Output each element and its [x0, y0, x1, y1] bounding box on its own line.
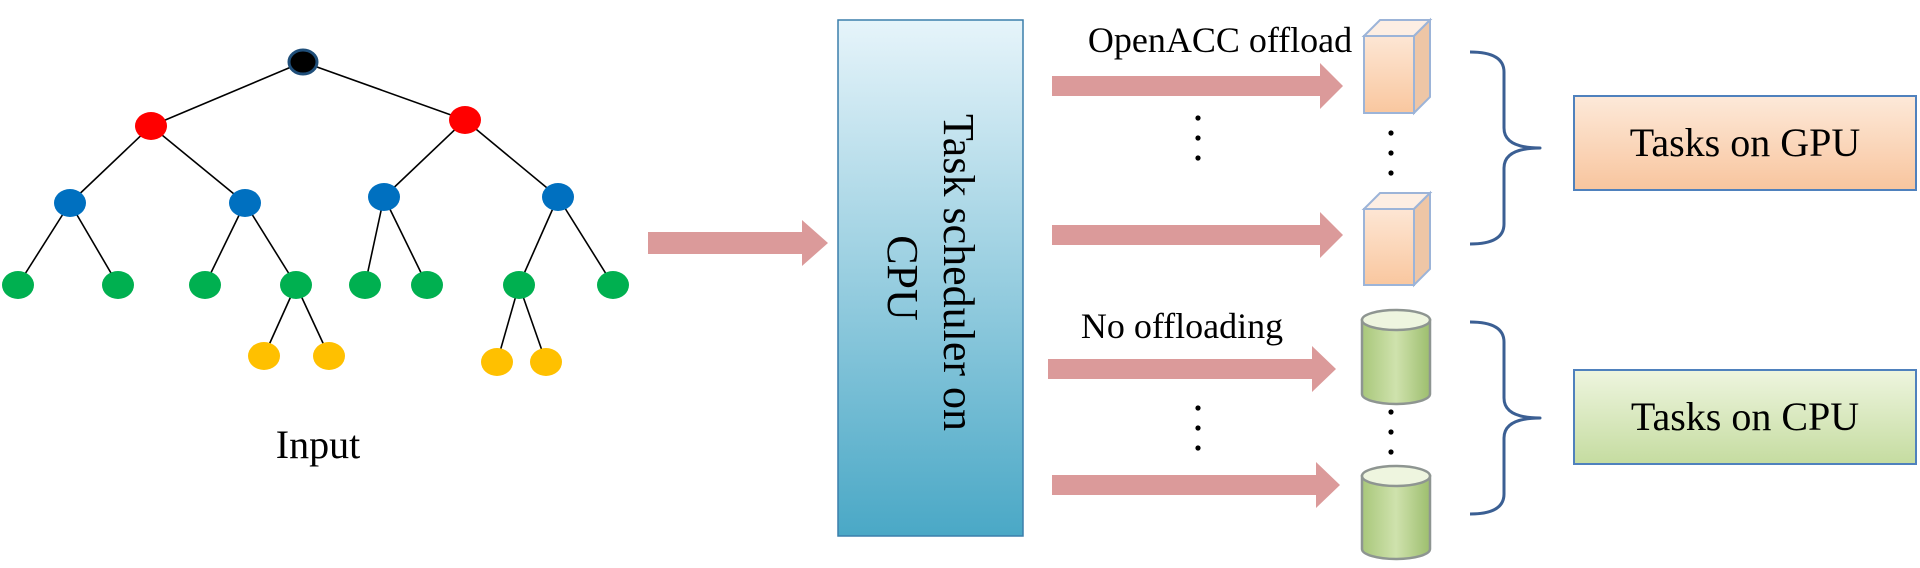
- tree-edge: [383, 196, 428, 286]
- cpu-route-ellipsis: [1195, 405, 1201, 451]
- tree-node-level4: [530, 348, 562, 376]
- tree-node-level3: [280, 271, 312, 299]
- gpu-task-cube-bottom: [1361, 190, 1433, 288]
- cpu-arrow-bottom: [1052, 462, 1340, 508]
- tree-node-level3: [349, 271, 381, 299]
- tree-node-level3: [411, 271, 443, 299]
- cpu-task-cylinder-bottom: [1360, 464, 1432, 561]
- tree-node-level2: [229, 189, 261, 217]
- tree-node-level4: [313, 342, 345, 370]
- tree-edge: [150, 61, 304, 127]
- tree-node-level3: [102, 271, 134, 299]
- tree-node-root: [287, 48, 319, 76]
- tree-edge: [69, 125, 152, 204]
- tree-node-level3: [189, 271, 221, 299]
- tree-edge: [518, 196, 559, 286]
- cpu-route-label: No offloading: [1081, 306, 1283, 346]
- tree-node-level3: [2, 271, 34, 299]
- tree-edge: [557, 196, 614, 286]
- tree-edge: [383, 119, 466, 198]
- tree-edge: [204, 202, 246, 286]
- gpu-queue-ellipsis: [1388, 130, 1394, 176]
- gpu-arrow-top: [1052, 63, 1343, 109]
- input-tree: [2, 48, 629, 376]
- tree-edge: [17, 202, 71, 286]
- tree-node-level3: [503, 271, 535, 299]
- tree-node-level4: [481, 348, 513, 376]
- gpu-tasks-label: Tasks on GPU: [1630, 120, 1861, 165]
- gpu-arrow-bottom: [1052, 212, 1343, 258]
- tree-node-level3: [597, 271, 629, 299]
- tree-edge: [244, 202, 297, 286]
- gpu-tasks-box: Tasks on GPU: [1573, 95, 1917, 191]
- tree-node-level4: [248, 342, 280, 370]
- cpu-tasks-label: Tasks on CPU: [1631, 394, 1859, 439]
- input-arrow: [648, 220, 828, 266]
- tree-nodes: [2, 48, 629, 376]
- task-scheduler-label-line2: CPU: [878, 235, 927, 321]
- cpu-task-cylinder-top: [1360, 308, 1432, 406]
- gpu-route-ellipsis: [1195, 115, 1201, 161]
- tree-node-level2: [542, 183, 574, 211]
- task-scheduler-label: Task scheduler on CPU: [878, 114, 983, 442]
- cpu-tasks-box: Tasks on CPU: [1573, 369, 1917, 465]
- tree-node-level1: [135, 112, 167, 140]
- tree-edge: [364, 196, 385, 286]
- gpu-route-label: OpenACC offload: [1088, 20, 1352, 60]
- input-label: Input: [276, 422, 360, 467]
- gpu-task-cube-top: [1361, 17, 1433, 116]
- task-scheduler-label-line1: Task scheduler on: [934, 114, 983, 431]
- cpu-arrow-top: [1048, 346, 1336, 392]
- tree-node-level2: [54, 189, 86, 217]
- tree-edge: [464, 119, 559, 198]
- tree-edge: [302, 61, 466, 121]
- task-scheduler-box: [837, 19, 1024, 537]
- cpu-queue-ellipsis: [1388, 409, 1394, 455]
- tree-edge: [150, 125, 246, 204]
- tree-node-level2: [368, 183, 400, 211]
- tree-node-level1: [449, 106, 481, 134]
- tree-edges: [17, 61, 614, 363]
- tree-edge: [69, 202, 119, 286]
- gpu-group-brace: [1469, 50, 1542, 246]
- cpu-group-brace: [1469, 320, 1542, 516]
